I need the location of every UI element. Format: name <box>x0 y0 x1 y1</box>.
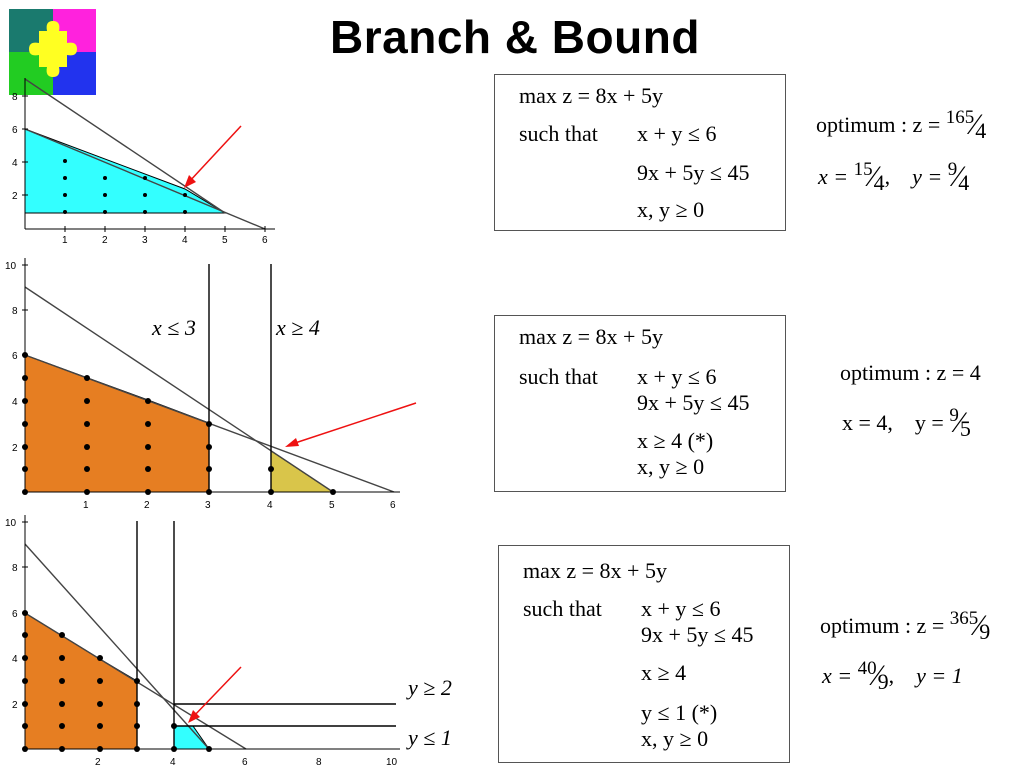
x-ticks: 1 2 3 4 5 6 <box>83 500 396 511</box>
y-ticks: 2 4 6 8 10 <box>5 261 28 454</box>
svg-text:6: 6 <box>12 609 18 620</box>
svg-text:8: 8 <box>12 92 18 103</box>
arrow-optimum-2 <box>285 402 417 447</box>
lp-box-step3: max z = 8x + 5y such that x + y ≤ 6 9x +… <box>498 545 790 763</box>
optimum-step3: optimum : z = 365⁄9 <box>820 608 991 644</box>
svg-text:6: 6 <box>242 757 248 768</box>
lattice-points <box>22 352 336 495</box>
fraction-y: 9⁄5 <box>949 405 971 441</box>
optimum-step2: optimum : z = 4 <box>840 360 981 385</box>
lp-objective: max z = 8x + 5y <box>519 324 663 349</box>
lp-constraint-3: x ≥ 4 <box>641 660 687 685</box>
lp-constraint-3: x ≥ 4 (*) <box>637 428 714 453</box>
svg-text:2: 2 <box>102 235 108 246</box>
svg-text:1: 1 <box>83 500 89 511</box>
lp-box-step1: max z = 8x + 5y such that x + y ≤ 6 9x +… <box>494 74 786 231</box>
svg-text:1: 1 <box>62 235 68 246</box>
svg-text:3: 3 <box>205 500 211 511</box>
svg-text:10: 10 <box>5 261 17 272</box>
fraction-x: 40⁄9 <box>857 658 889 694</box>
branch-label-x-ge-4: x ≥ 4 <box>276 315 320 340</box>
plot-step2: 1 2 3 4 5 6 2 4 6 8 10 <box>5 258 417 511</box>
plot-step3: 2 4 6 8 10 2 4 6 8 10 <box>5 515 400 768</box>
lp-objective: max z = 8x + 5y <box>519 83 663 108</box>
svg-text:6: 6 <box>12 125 18 136</box>
y-ticks: 2 4 6 8 10 <box>5 518 28 711</box>
lp-constraint-4: x, y ≥ 0 <box>637 454 705 479</box>
lattice-points <box>22 610 212 752</box>
lp-constraint-2: 9x + 5y ≤ 45 <box>641 622 754 647</box>
constraint-line-9x5y <box>24 286 334 493</box>
svg-text:2: 2 <box>12 191 18 202</box>
lp-such-that: such that <box>523 596 602 621</box>
arrow-optimum-3 <box>188 666 242 723</box>
lp-objective: max z = 8x + 5y <box>523 558 667 583</box>
arrow-optimum-1 <box>184 125 242 188</box>
svg-text:4: 4 <box>12 654 18 665</box>
svg-text:4: 4 <box>267 500 273 511</box>
svg-text:8: 8 <box>12 306 18 317</box>
svg-text:4: 4 <box>12 397 18 408</box>
fraction-y: 9⁄4 <box>947 159 970 195</box>
lp-constraint-2: 9x + 5y ≤ 45 <box>637 390 750 415</box>
branch-label-y-le-1: y ≤ 1 <box>408 725 452 750</box>
svg-text:8: 8 <box>316 757 322 768</box>
x-ticks: 1 2 3 4 5 6 <box>62 226 268 246</box>
branch-label-x-le-3: x ≤ 3 <box>152 315 196 340</box>
lp-box-step2: max z = 8x + 5y such that x + y ≤ 6 9x +… <box>494 315 786 492</box>
lp-constraint-1: x + y ≤ 6 <box>637 121 717 146</box>
y-ticks: 2 4 6 8 <box>12 92 28 202</box>
optimum-step1: optimum : z = 165⁄4 <box>816 107 987 143</box>
svg-text:10: 10 <box>5 518 17 529</box>
constraint-line-9x5y <box>24 78 226 214</box>
svg-text:6: 6 <box>262 235 268 246</box>
optimum-step3-xy: x = 40⁄9, y = 1 <box>822 658 963 694</box>
lp-constraint-1: x + y ≤ 6 <box>637 364 717 389</box>
lp-such-that: such that <box>519 121 598 146</box>
lp-constraint-4: y ≤ 1 (*) <box>641 700 718 725</box>
fraction-x: 15⁄4 <box>853 159 885 195</box>
svg-text:2: 2 <box>144 500 150 511</box>
svg-text:4: 4 <box>12 158 18 169</box>
lp-such-that: such that <box>519 364 598 389</box>
lp-constraint-2: 9x + 5y ≤ 45 <box>637 160 750 185</box>
svg-text:6: 6 <box>12 351 18 362</box>
lp-constraint-1: x + y ≤ 6 <box>641 596 721 621</box>
fraction-z: 165⁄4 <box>945 107 987 143</box>
feasible-region-orange <box>24 612 138 750</box>
slide-title: Branch & Bound <box>330 11 700 63</box>
plot-step1: 1 2 3 4 5 6 2 4 6 8 <box>12 78 275 246</box>
svg-text:5: 5 <box>222 235 228 246</box>
constraint-line-9x5y <box>24 543 210 750</box>
svg-text:4: 4 <box>170 757 176 768</box>
svg-text:10: 10 <box>386 757 398 768</box>
fraction-z: 365⁄9 <box>949 608 991 644</box>
svg-text:8: 8 <box>12 563 18 574</box>
svg-text:6: 6 <box>390 500 396 511</box>
feasible-region-orange <box>24 354 210 493</box>
svg-text:2: 2 <box>12 700 18 711</box>
branch-label-y-ge-2: y ≥ 2 <box>408 675 452 700</box>
lp-constraint-3: x, y ≥ 0 <box>637 197 705 222</box>
svg-text:5: 5 <box>329 500 335 511</box>
svg-text:2: 2 <box>95 757 101 768</box>
svg-text:4: 4 <box>182 235 188 246</box>
x-ticks: 2 4 6 8 10 <box>95 757 398 768</box>
svg-text:2: 2 <box>12 443 18 454</box>
lp-constraint-5: x, y ≥ 0 <box>641 726 709 751</box>
optimum-step1-xy: x = 15⁄4, y = 9⁄4 <box>818 159 970 195</box>
lattice-points <box>63 159 187 214</box>
puzzle-logo <box>9 9 96 95</box>
svg-text:3: 3 <box>142 235 148 246</box>
optimum-step2-xy: x = 4, y = 9⁄5 <box>842 405 971 441</box>
